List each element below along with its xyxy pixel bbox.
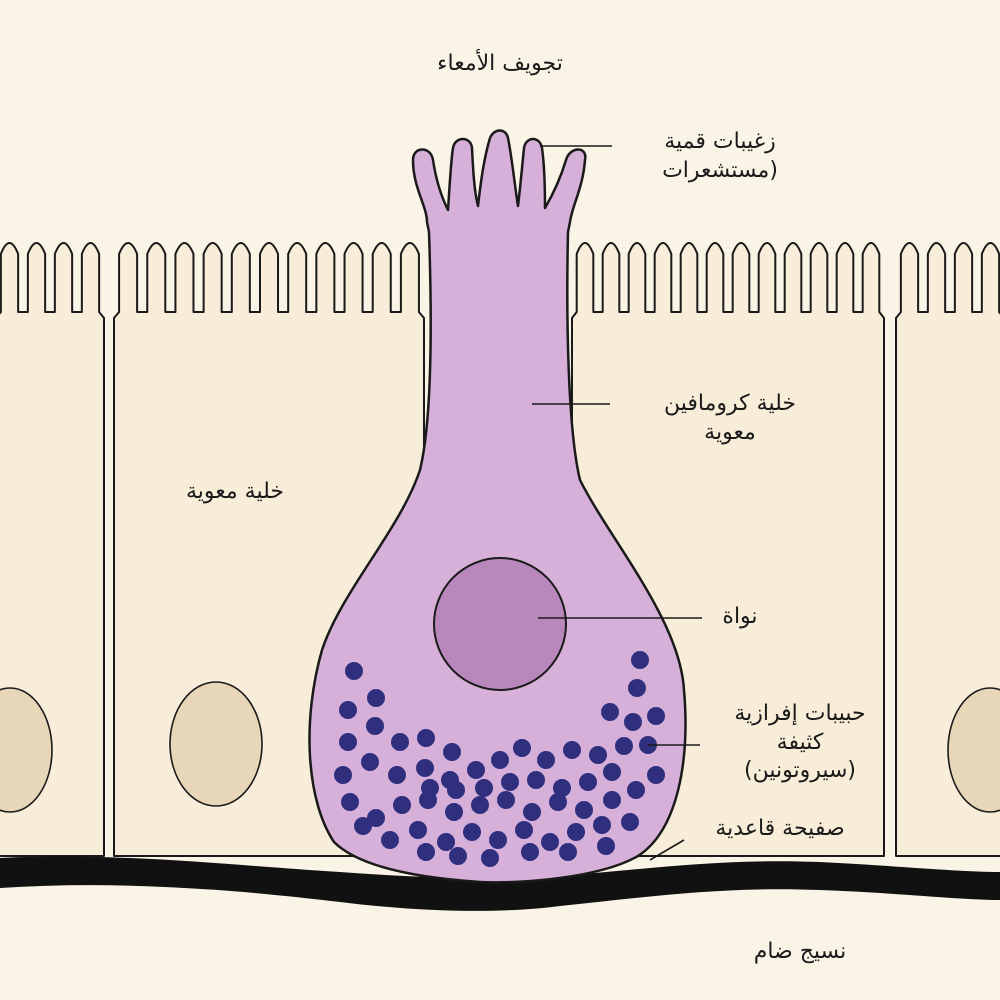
secretory-granule (489, 831, 507, 849)
secretory-granule (339, 733, 357, 751)
secretory-granule (628, 679, 646, 697)
label-intestinal-lumen-text: تجويف الأمعاء (437, 51, 563, 76)
secretory-granule (597, 837, 615, 855)
secretory-granule (647, 707, 665, 725)
enterocyte-nucleus (0, 687, 53, 813)
label-secretory-granules: حبيبات إفرازية كثيفة (سيروتونين) (700, 700, 900, 786)
label-basement-membrane-text: صفيحة قاعدية (715, 816, 845, 841)
secretory-granule (388, 766, 406, 784)
label-nucleus: نواة (700, 603, 780, 632)
secretory-granules (334, 651, 665, 867)
secretory-granule (515, 821, 533, 839)
secretory-granule (541, 833, 559, 851)
secretory-granule (567, 823, 585, 841)
secretory-granule (527, 771, 545, 789)
secretory-granule (497, 791, 515, 809)
label-apical-microvilli-line1: زغيبات قمية (664, 129, 776, 154)
secretory-granule (367, 689, 385, 707)
secretory-granule (339, 701, 357, 719)
secretory-granule (467, 761, 485, 779)
label-apical-microvilli: زغيبات قمية (مستشعرات (620, 128, 820, 185)
secretory-granule (491, 751, 509, 769)
label-connective-tissue-text: نسيج ضام (753, 939, 847, 964)
enterochromaffin-cell-body (308, 129, 687, 884)
enterochromaffin-cell (308, 129, 687, 884)
secretory-granule (409, 821, 427, 839)
label-enterochromaffin-cell-line1: خلية كرومافين (664, 391, 796, 416)
enterocyte-nucleus (947, 687, 1000, 813)
label-enterochromaffin-cell-line2: معوية (704, 419, 756, 445)
secretory-granule (549, 793, 567, 811)
secretory-granule (559, 843, 577, 861)
secretory-granule (361, 753, 379, 771)
secretory-granule (631, 651, 649, 669)
secretory-granule (501, 773, 519, 791)
secretory-granule (627, 781, 645, 799)
secretory-granule (463, 823, 481, 841)
secretory-granule (523, 803, 541, 821)
secretory-granule (593, 816, 611, 834)
secretory-granule (447, 781, 465, 799)
secretory-granule (391, 733, 409, 751)
secretory-granule (481, 849, 499, 867)
label-enterochromaffin-cell: خلية كرومافين معوية (620, 390, 840, 447)
secretory-granule (366, 717, 384, 735)
label-secretory-granules-line1: حبيبات إفرازية (734, 701, 866, 726)
label-connective-tissue: نسيج ضام (720, 938, 880, 967)
enterocyte-nucleus (169, 681, 263, 807)
secretory-granule (579, 773, 597, 791)
secretory-granule (537, 751, 555, 769)
label-nucleus-text: نواة (722, 604, 758, 629)
secretory-granule (417, 729, 435, 747)
label-intestinal-lumen: تجويف الأمعاء (395, 50, 605, 79)
secretory-granule (624, 713, 642, 731)
leader-line-basement-membrane (649, 839, 685, 861)
label-basement-membrane: صفيحة قاعدية (680, 815, 880, 844)
secretory-granule (475, 779, 493, 797)
label-secretory-granules-line2: كثيفة (776, 729, 824, 755)
secretory-granule (367, 809, 385, 827)
secretory-granule (437, 833, 455, 851)
secretory-granule (416, 759, 434, 777)
secretory-granule (553, 779, 571, 797)
label-apical-microvilli-line2: (مستشعرات (662, 157, 778, 183)
secretory-granule (381, 831, 399, 849)
secretory-granule (341, 793, 359, 811)
label-secretory-granules-line3: (سيروتونين) (744, 758, 856, 784)
label-enterocyte: خلية معوية (140, 478, 330, 507)
secretory-granule (603, 791, 621, 809)
secretory-granule (345, 662, 363, 680)
secretory-granule (521, 843, 539, 861)
secretory-granule (471, 796, 489, 814)
secretory-granule (445, 803, 463, 821)
label-enterocyte-text: خلية معوية (186, 479, 284, 504)
secretory-granule (393, 796, 411, 814)
secretory-granule (334, 766, 352, 784)
secretory-granule (589, 746, 607, 764)
secretory-granule (621, 813, 639, 831)
leader-lines (532, 145, 702, 861)
enterochromaffin-nucleus (433, 557, 567, 691)
secretory-granule (513, 739, 531, 757)
secretory-granule (603, 763, 621, 781)
secretory-granule (354, 817, 372, 835)
secretory-granule (421, 779, 439, 797)
secretory-granule (443, 743, 461, 761)
secretory-granule (615, 737, 633, 755)
secretory-granule (563, 741, 581, 759)
secretory-granule (417, 843, 435, 861)
secretory-granule (601, 703, 619, 721)
secretory-granule (647, 766, 665, 784)
basement-membrane (0, 856, 1000, 911)
secretory-granule (449, 847, 467, 865)
secretory-granule (575, 801, 593, 819)
